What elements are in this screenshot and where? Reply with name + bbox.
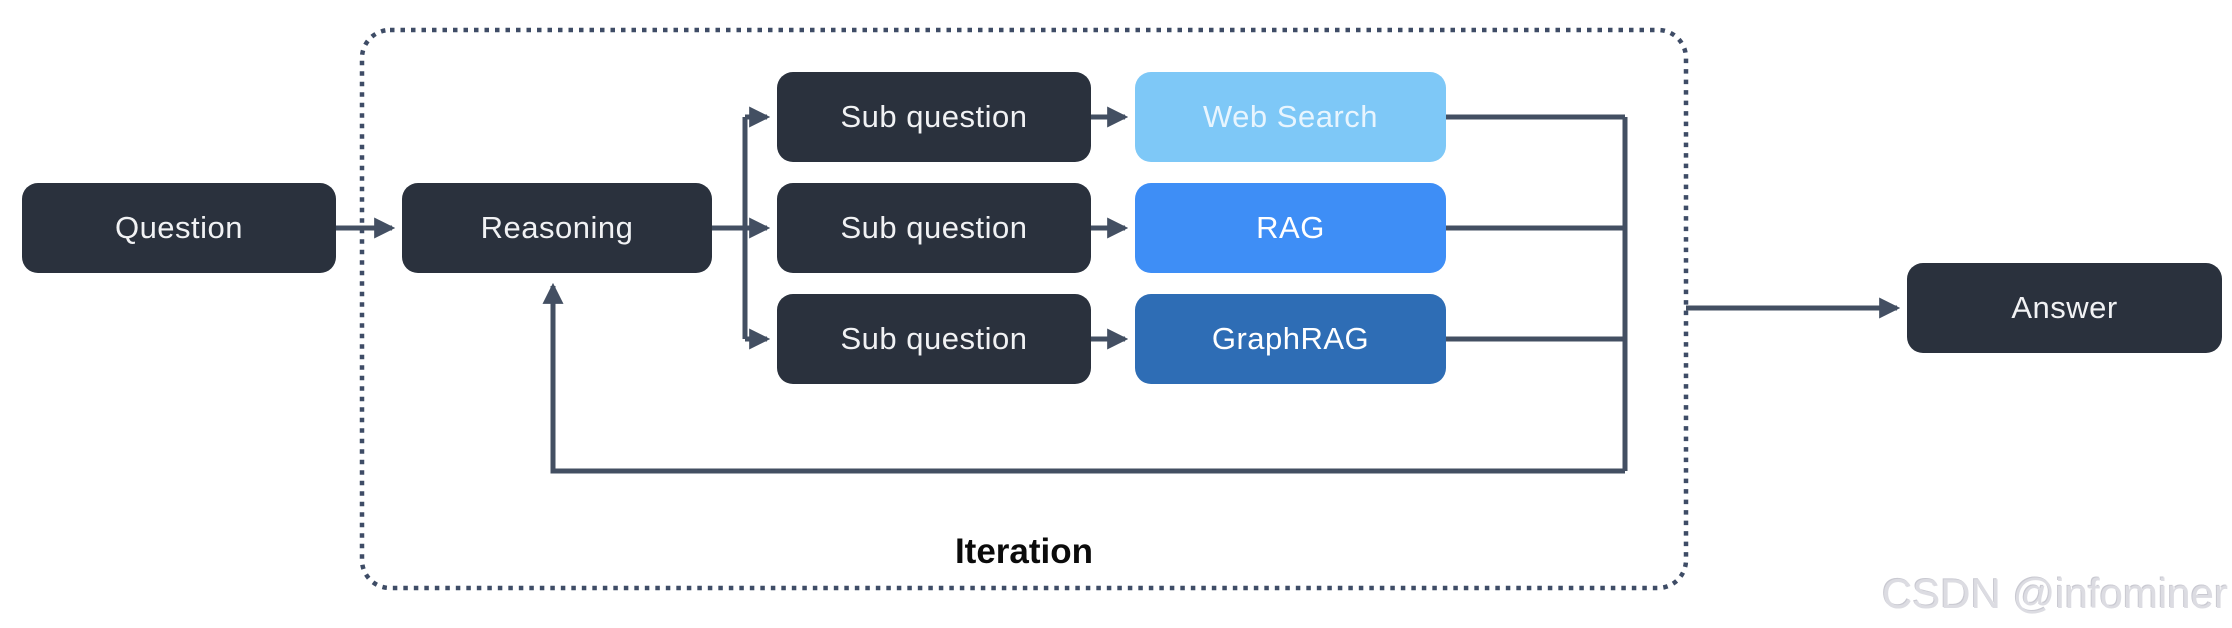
connector-reasoning-branch [712, 117, 748, 339]
connector-retrievers-bus [1446, 114, 1625, 342]
watermark-text: CSDN @infominer [1881, 570, 2228, 617]
node-sub-question-3: Sub question [777, 294, 1091, 384]
node-sub-question-1: Sub question [777, 72, 1091, 162]
node-sub-question-3-label: Sub question [840, 321, 1028, 356]
node-rag: RAG [1135, 183, 1446, 273]
node-question: Question [22, 183, 336, 273]
node-graphrag: GraphRAG [1135, 294, 1446, 384]
node-rag-label: RAG [1256, 210, 1325, 245]
node-question-label: Question [114, 210, 244, 245]
node-sub-question-2: Sub question [777, 183, 1091, 273]
node-web-search-label: Web Search [1202, 99, 1378, 134]
node-graphrag-label: GraphRAG [1211, 321, 1370, 356]
connector-feedback-loop [542, 282, 1625, 474]
node-web-search: Web Search [1135, 72, 1446, 162]
iteration-box-border [359, 27, 1689, 591]
iteration-label: Iteration [954, 532, 1094, 571]
node-sub-question-1-label: Sub question [840, 99, 1028, 134]
node-reasoning: Reasoning [402, 183, 712, 273]
node-reasoning-label: Reasoning [480, 210, 634, 245]
node-sub-question-2-label: Sub question [840, 210, 1028, 245]
node-answer-label: Answer [2011, 290, 2118, 325]
node-answer: Answer [1907, 263, 2222, 353]
